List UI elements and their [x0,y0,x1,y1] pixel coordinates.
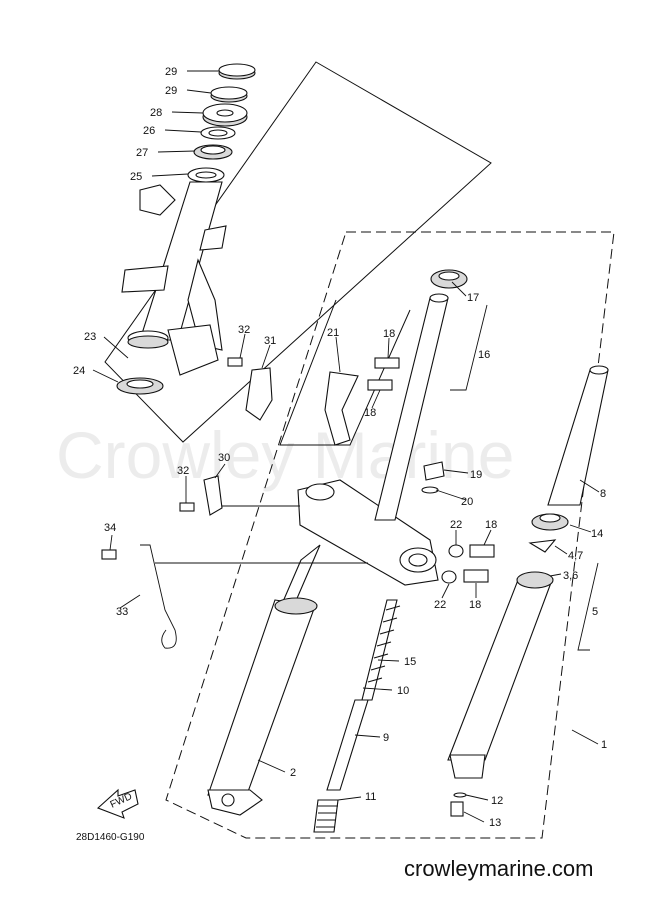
callout-29-upper: 29 [165,66,177,78]
callout-13: 13 [489,817,501,829]
callout-24: 24 [73,365,85,377]
callout-20: 20 [461,496,473,508]
screw-32-lower [179,502,195,512]
bearing-cover [202,103,248,127]
callout-22-upper: 22 [450,519,462,531]
callout-12: 12 [491,795,503,807]
leader-lines [92,70,600,823]
callout-32-upper: 32 [238,324,250,336]
callout-4-7: 4,7 [568,550,583,562]
callout-18-right-lower: 18 [469,599,481,611]
callout-30: 30 [218,452,230,464]
bolt-18-mid [367,379,393,391]
fork-crown-frame [279,299,411,446]
steering-stem [374,293,449,521]
callout-23: 23 [84,331,96,343]
washer-22-upper [448,544,464,558]
bolt-18-upper [374,357,400,369]
left-outer-tube [207,597,318,816]
bracket-21 [324,371,359,446]
callout-27: 27 [136,147,148,159]
callout-22-lower: 22 [434,599,446,611]
callout-14: 14 [591,528,603,540]
under-bracket [297,479,439,586]
callout-18-right-upper: 18 [485,519,497,531]
fork-assembly-frame [165,231,615,839]
bearing-race-upper [200,126,236,140]
watermark: Crowley Marine [56,418,514,492]
hose-guide-30 [203,475,223,516]
callout-25: 25 [130,171,142,183]
callout-21: 21 [327,327,339,339]
callout-32-lower: 32 [177,465,189,477]
rebound-spring [313,799,339,833]
footer-url: crowleymarine.com [404,856,594,881]
callout-17: 17 [467,292,479,304]
callout-15: 15 [404,656,416,668]
callout-labels: 29 29 28 26 27 25 23 24 32 31 21 18 18 1… [73,66,607,829]
lower-bearing [116,377,164,395]
right-oil-seal [531,513,569,531]
screw-32-upper [227,357,243,367]
callout-18-mid: 18 [364,407,376,419]
ball-race-lower [127,330,169,349]
callout-16: 16 [478,349,490,361]
callout-11: 11 [365,791,376,803]
o-ring [421,486,439,494]
callout-5: 5 [592,606,598,618]
bolt-18-right-upper [469,544,495,558]
callout-2: 2 [290,767,296,779]
callout-28: 28 [150,107,162,119]
bolt-18-right-lower [463,569,489,583]
right-inner-tube [547,365,609,506]
callout-29-lower: 29 [165,85,177,97]
drain-washer [453,792,467,798]
screw-34 [101,549,117,560]
stem-dust-seal [430,269,468,289]
steering-stem-ball [187,167,225,183]
callout-8: 8 [600,488,606,500]
callout-19: 19 [470,469,482,481]
ring-nut-lower [210,86,248,103]
callout-26: 26 [143,125,155,137]
callout-33: 33 [116,606,128,618]
fork-spring-upper [361,599,401,701]
callout-10: 10 [397,685,409,697]
callout-31: 31 [264,335,276,347]
steering-head-pipe [121,181,227,376]
right-outer-tube [447,571,554,779]
callout-34: 34 [104,522,116,534]
fork-piston-rod [326,699,369,791]
callout-1: 1 [601,739,607,751]
washer-22-lower [441,570,457,584]
hose-clamp-33 [140,544,177,649]
fwd-arrow: FWD [96,788,139,819]
callout-18-top: 18 [383,328,395,340]
drain-screw [450,801,464,817]
ball-race-upper [193,144,233,160]
callout-3-6: 3,6 [563,570,578,582]
right-clip [528,539,557,553]
diagram-code: 28D1460-G190 [76,832,145,843]
callout-9: 9 [383,732,389,744]
ring-nut-upper [218,63,256,80]
hose-guide-31 [245,367,273,421]
cap-bolt [423,461,445,481]
